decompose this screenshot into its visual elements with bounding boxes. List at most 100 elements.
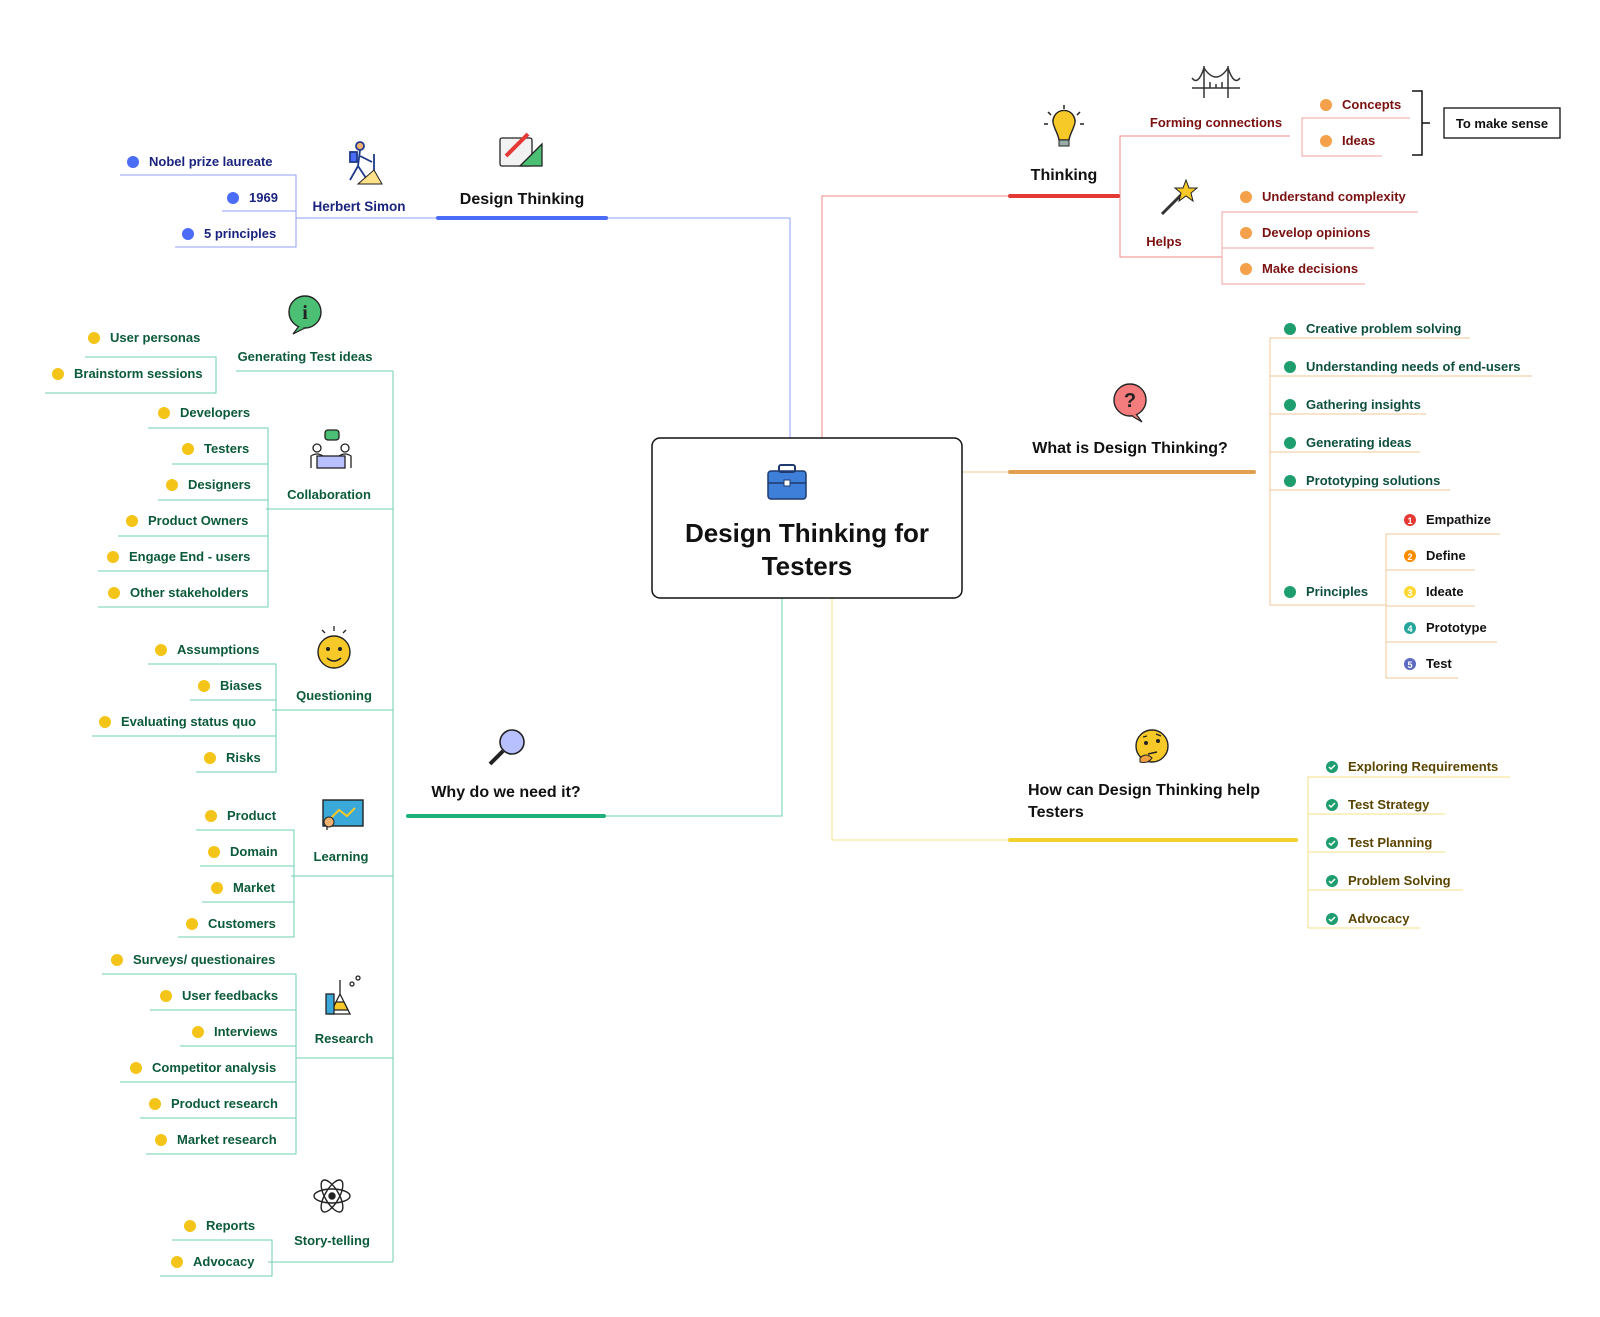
how-branch: How can Design Thinking help Testers Exp… [1028,729,1498,926]
how-item-0[interactable]: Exploring Requirements [1326,759,1498,774]
question-item-1[interactable]: Biases [220,678,262,693]
how-item-3[interactable]: Problem Solving [1326,873,1451,888]
forming-item-concepts[interactable]: Concepts [1342,97,1401,112]
design-thinking-underline [436,216,608,220]
bullet-dot [155,644,167,656]
bullet-dot [99,716,111,728]
learning-item-0[interactable]: Product [227,808,277,823]
bullet-dot [88,332,100,344]
learning-item-2[interactable]: Market [233,880,276,895]
forming-item-ideas[interactable]: Ideas [1342,133,1375,148]
what-label[interactable]: What is Design Thinking? [1032,440,1228,457]
research-item-5[interactable]: Market research [177,1132,277,1147]
question-item-2[interactable]: Evaluating status quo [121,714,256,729]
herbert-simon-label[interactable]: Herbert Simon [312,199,405,214]
to-make-sense-note: To make sense [1456,116,1548,131]
bullet-dot [111,954,123,966]
bullet-dot [204,752,216,764]
bullet-dot [130,1062,142,1074]
bullet-dot [126,515,138,527]
collab-item-2[interactable]: Designers [188,477,251,492]
principles-label[interactable]: Principles [1306,584,1368,599]
principle-label: Empathize [1426,512,1491,527]
principle-define[interactable]: 2 Define [1404,548,1466,563]
learning-label[interactable]: Learning [314,849,369,864]
bullet-dot [107,551,119,563]
principle-label: Prototype [1426,620,1487,635]
learning-item-3[interactable]: Customers [208,916,276,931]
bullet-dot [127,156,139,168]
collab-item-0[interactable]: Developers [180,405,250,420]
collab-item-4[interactable]: Engage End - users [129,549,250,564]
research-item-1[interactable]: User feedbacks [182,988,278,1003]
what-item-4[interactable]: Prototyping solutions [1306,473,1440,488]
center-title-line2: Testers [762,551,853,581]
how-underline [1008,838,1298,842]
center-title-line1: Design Thinking for [685,518,929,548]
research-item-3[interactable]: Competitor analysis [152,1060,276,1075]
principle-label: Define [1426,548,1466,563]
question-item-0[interactable]: Assumptions [177,642,259,657]
helps-item-opinions[interactable]: Develop opinions [1262,225,1370,240]
dt-item-1969[interactable]: 1969 [249,190,278,205]
bullet-dot [186,918,198,930]
bullet-dot [1320,99,1332,111]
note-box: To make sense [1443,107,1561,139]
why-branch: Why do we need it? i Generating Test ide… [52,295,581,1269]
bullet-dot [1320,135,1332,147]
generating-label[interactable]: Generating Test ideas [238,349,373,364]
story-label[interactable]: Story-telling [294,1233,370,1248]
story-item-1[interactable]: Advocacy [193,1254,255,1269]
what-item-3[interactable]: Generating ideas [1306,435,1411,450]
design-thinking-branch: Design Thinking Herbert Simon Nobel priz… [127,132,584,241]
svg-text:i: i [302,302,308,324]
principle-empathize[interactable]: 1 Empathize [1404,512,1491,527]
research-item-4[interactable]: Product research [171,1096,278,1111]
thinking-label[interactable]: Thinking [1031,167,1098,184]
bullet-dot [108,587,120,599]
collaboration-label[interactable]: Collaboration [287,487,371,502]
collab-item-3[interactable]: Product Owners [148,513,248,528]
bullet-dot [160,990,172,1002]
research-item-2[interactable]: Interviews [214,1024,278,1039]
story-item-0[interactable]: Reports [206,1218,255,1233]
research-label[interactable]: Research [315,1031,374,1046]
research-item-0[interactable]: Surveys/ questionaires [133,952,275,967]
why-label[interactable]: Why do we need it? [431,784,580,801]
questioning-label[interactable]: Questioning [296,688,372,703]
question-item-3[interactable]: Risks [226,750,261,765]
how-item-4[interactable]: Advocacy [1326,911,1410,926]
how-label-line2[interactable]: Testers [1028,804,1084,821]
thinking-face-icon [1135,729,1169,763]
generating-item-0[interactable]: User personas [110,330,200,345]
how-item-1[interactable]: Test Strategy [1326,797,1430,812]
what-item-0[interactable]: Creative problem solving [1306,321,1461,336]
collab-item-5[interactable]: Other stakeholders [130,585,249,600]
center-node[interactable]: Design Thinking for Testers [651,437,963,599]
forming-connections-label[interactable]: Forming connections [1150,115,1282,130]
principle-prototype[interactable]: 4 Prototype [1404,620,1487,635]
helps-item-complexity[interactable]: Understand complexity [1262,189,1407,204]
principle-test[interactable]: 5 Test [1404,656,1452,671]
what-item-1[interactable]: Understanding needs of end-users [1306,359,1521,374]
question-icon: ? [1113,383,1147,423]
generating-item-1[interactable]: Brainstorm sessions [74,366,203,381]
learning-item-1[interactable]: Domain [230,844,278,859]
how-label-line1[interactable]: How can Design Thinking help [1028,782,1260,799]
bullet-dot [205,810,217,822]
principle-ideate[interactable]: 3 Ideate [1404,584,1464,599]
what-item-2[interactable]: Gathering insights [1306,397,1421,412]
how-item-label: Advocacy [1348,911,1410,926]
pencil-ruler-icon [499,132,543,167]
helps-item-decisions[interactable]: Make decisions [1262,261,1358,276]
principle-label: Test [1426,656,1452,671]
how-item-2[interactable]: Test Planning [1326,835,1432,850]
dt-item-nobel[interactable]: Nobel prize laureate [149,154,273,169]
helps-label[interactable]: Helps [1146,234,1181,249]
collab-item-1[interactable]: Testers [204,441,249,456]
dt-item-principles[interactable]: 5 principles [204,226,276,241]
branch-underlines [406,194,1298,842]
bullet-dot [192,1026,204,1038]
whiteboard-icon [322,799,364,830]
design-thinking-label[interactable]: Design Thinking [460,191,584,208]
